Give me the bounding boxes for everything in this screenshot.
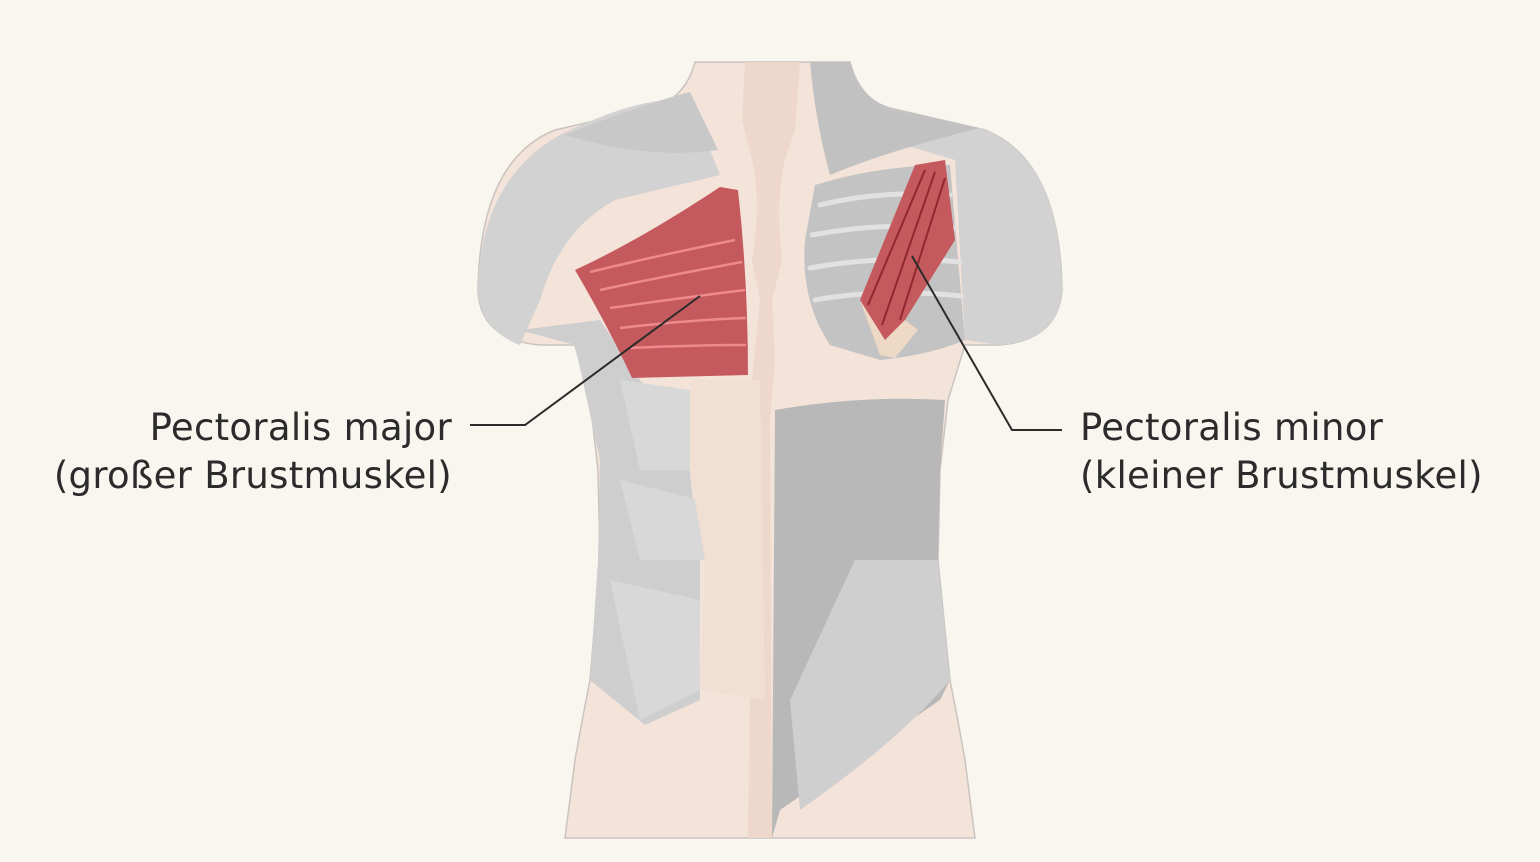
- right-trapezius: [810, 62, 980, 175]
- pectoralis-minor-fibers: [867, 169, 946, 326]
- right-deltoid: [820, 116, 1062, 346]
- pectoralis-major-subtitle: (großer Brustmuskel): [53, 454, 452, 497]
- pectoralis-major-label: Pectoralis major (großer Brustmuskel): [54, 404, 452, 500]
- pectoralis-minor-name: Pectoralis minor: [1080, 406, 1384, 449]
- pectoralis-minor-label: Pectoralis minor (kleiner Brustmuskel): [1080, 404, 1483, 500]
- pectoralis-minor-tendon: [860, 300, 918, 358]
- pectoralis-minor-leader-line: [911, 255, 1062, 431]
- pectoralis-minor-subtitle: (kleiner Brustmuskel): [1080, 454, 1483, 497]
- left-deltoid: [478, 99, 720, 345]
- pectoralis-major-name: Pectoralis major: [149, 406, 452, 449]
- left-trapezius: [565, 92, 718, 153]
- left-abdomen: [690, 380, 765, 700]
- right-oblique: [790, 560, 950, 810]
- left-serratus: [610, 380, 705, 720]
- pectoralis-major-muscle: [575, 187, 748, 378]
- pectoralis-major-fibers: [589, 238, 747, 350]
- pectoralis-major-leader-line: [470, 295, 701, 426]
